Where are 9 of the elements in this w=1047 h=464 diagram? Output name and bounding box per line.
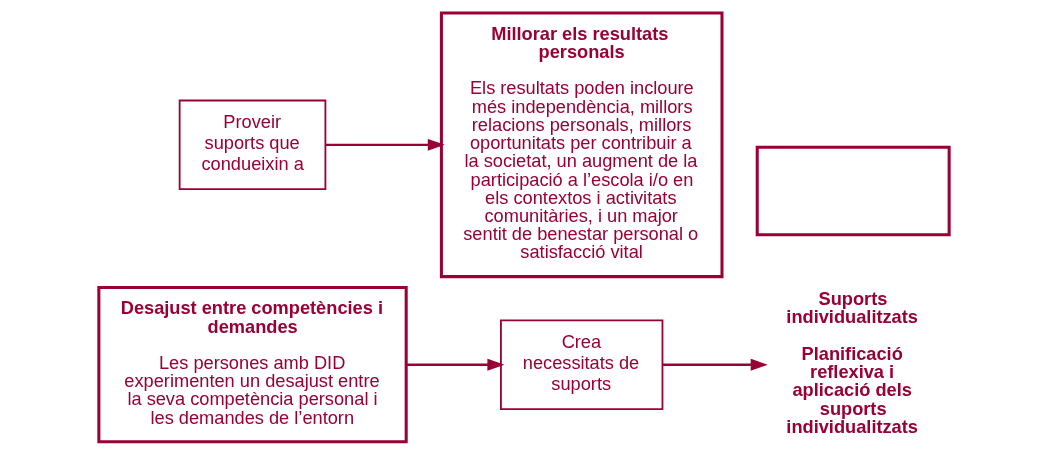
arrow	[662, 358, 768, 371]
node-box	[755, 145, 951, 237]
node-box: Crea necessitats de suports	[499, 319, 663, 410]
node-text: Suports individualitzats Planificació reflexiva i aplicació dels suports individualitzats	[785, 289, 918, 437]
node-box: Millorar els resultats personals Els resultats poden incloure més independència, millors relacions personals, millors oportunitats per contribuir a la societat, un augment de la participació a l’escola i/o en els contextos i activitats comunitàries, i un major sentit de benestar personal o satisfacció vital	[439, 11, 723, 279]
arrow	[324, 138, 445, 151]
node-box: Desajust entre competències i demandes Les persones amb DID experimenten un desajust entre la seva competència personal i les demandes de l’entorn	[96, 286, 408, 444]
arrow	[406, 358, 504, 371]
node-box: Proveir suports que condueixin a	[178, 99, 326, 191]
